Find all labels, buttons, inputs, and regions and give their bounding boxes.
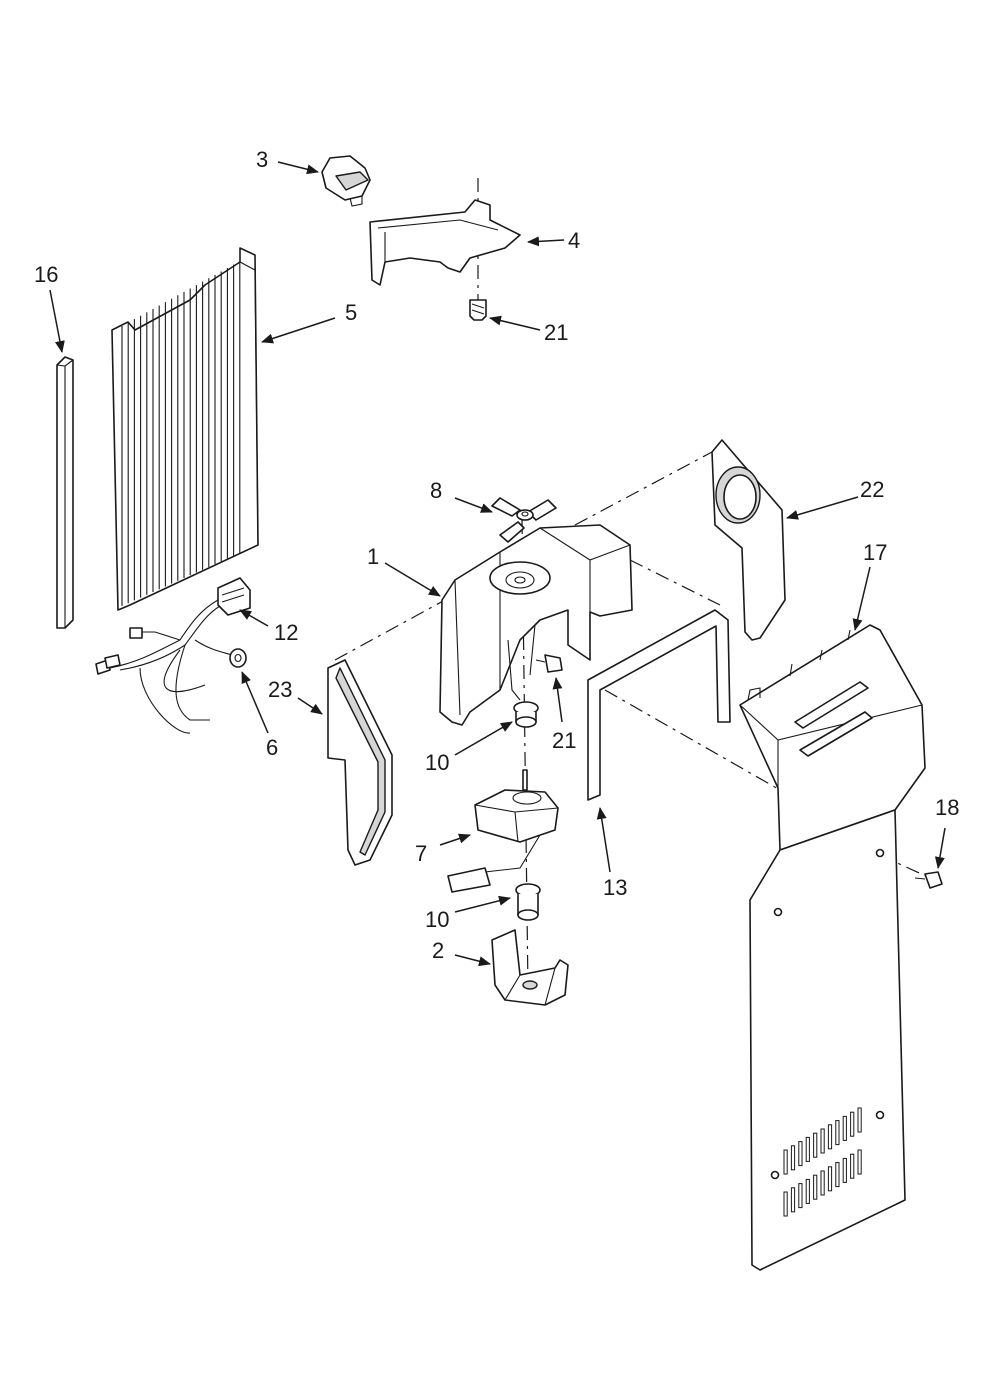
part-21-screw-mid bbox=[535, 654, 563, 673]
part-7-fan-motor bbox=[447, 769, 559, 893]
part-21-screw-top bbox=[469, 299, 487, 321]
callout-16: 16 bbox=[34, 262, 58, 287]
callout-5: 5 bbox=[345, 300, 357, 325]
part-22-baffle bbox=[711, 439, 786, 641]
callout-17: 17 bbox=[863, 540, 887, 565]
callout-2: 2 bbox=[432, 938, 444, 963]
callout-arrows bbox=[49, 161, 946, 967]
callout-3: 3 bbox=[256, 147, 268, 172]
callout-labels: 3 4 5 21 16 8 1 22 17 12 6 23 21 10 7 13… bbox=[34, 147, 959, 963]
part-10-grommet-lower bbox=[515, 883, 541, 921]
vent-slot bbox=[850, 1153, 855, 1179]
callout-10-lower: 10 bbox=[425, 907, 449, 932]
callout-18: 18 bbox=[935, 795, 959, 820]
part-4-air-duct bbox=[369, 199, 521, 286]
vent-slot bbox=[820, 1170, 825, 1196]
vent-slot bbox=[805, 1136, 810, 1162]
vent-slot bbox=[827, 1124, 833, 1150]
callout-22: 22 bbox=[860, 477, 884, 502]
part-16-trim-strip bbox=[56, 356, 74, 629]
callout-10-upper: 10 bbox=[425, 750, 449, 775]
vent-slot bbox=[805, 1178, 810, 1204]
vent-slot bbox=[790, 1187, 796, 1213]
vent-slot bbox=[783, 1191, 788, 1217]
part-2-motor-bracket bbox=[491, 929, 569, 1006]
part-6-connector bbox=[229, 648, 247, 668]
part-17-rear-panel bbox=[739, 624, 926, 1271]
vent-slot bbox=[857, 1149, 862, 1175]
part-18-screw bbox=[914, 871, 943, 889]
part-5-evaporator-cover bbox=[111, 247, 259, 611]
callout-7: 7 bbox=[415, 841, 427, 866]
callout-8: 8 bbox=[430, 478, 442, 503]
vent-slot bbox=[842, 1115, 847, 1141]
callout-13: 13 bbox=[603, 875, 627, 900]
callout-1: 1 bbox=[367, 544, 379, 569]
vent-slot bbox=[813, 1132, 818, 1158]
part-12-wire-harness bbox=[95, 577, 251, 734]
vent-slot bbox=[798, 1183, 803, 1209]
vent-slot bbox=[820, 1128, 825, 1154]
callout-6: 6 bbox=[266, 735, 278, 760]
part-8-fan-blade bbox=[491, 497, 557, 543]
callout-4: 4 bbox=[568, 228, 580, 253]
vent-slot bbox=[842, 1157, 847, 1183]
callout-12: 12 bbox=[274, 620, 298, 645]
vent-slot bbox=[835, 1162, 840, 1188]
vent-slot bbox=[783, 1149, 788, 1175]
vent-slot bbox=[790, 1145, 796, 1171]
vent-slot bbox=[835, 1120, 840, 1146]
vent-slot bbox=[857, 1107, 862, 1133]
vent-slot bbox=[798, 1141, 803, 1167]
part-13-gasket bbox=[587, 609, 731, 801]
vent-slot bbox=[827, 1166, 833, 1192]
callout-21-mid: 21 bbox=[552, 728, 576, 753]
part-10-grommet-upper bbox=[513, 701, 539, 728]
callout-23: 23 bbox=[268, 677, 292, 702]
vent-slot bbox=[813, 1174, 818, 1200]
part-3-cap bbox=[321, 155, 371, 207]
part-23-side-panel bbox=[327, 659, 393, 866]
callout-21-top: 21 bbox=[544, 320, 568, 345]
vent-slot bbox=[850, 1111, 855, 1137]
part-1-fan-shroud bbox=[439, 524, 633, 726]
